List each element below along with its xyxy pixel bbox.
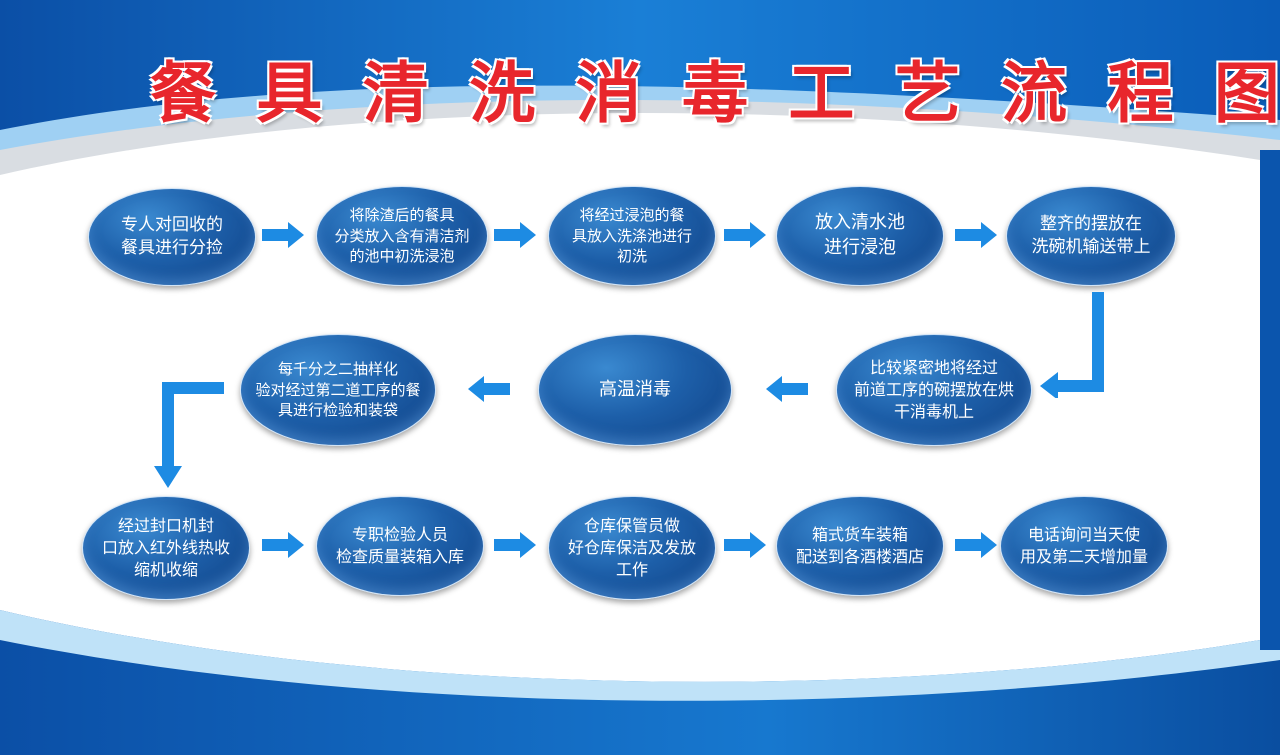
page-title: 餐 具 清 洗 消 毒 工 艺 流 程 图 — [150, 46, 1280, 132]
title-char: 图 — [1213, 54, 1280, 132]
step-node-5: 整齐的摆放在 洗碗机输送带上 — [1006, 186, 1176, 286]
title-char: 洗 — [469, 54, 536, 132]
arrow-left-icon — [468, 376, 510, 402]
title-char: 清 — [362, 54, 429, 132]
arrow-right-icon — [494, 532, 536, 558]
arrow-left-icon — [766, 376, 808, 402]
step-node-10: 专职检验人员 检查质量装箱入库 — [316, 496, 484, 596]
step-node-13: 电话询问当天使 用及第二天增加量 — [1000, 496, 1168, 596]
arrow-right-icon — [955, 532, 997, 558]
step-node-6: 比较紧密地将经过 前道工序的碗摆放在烘 干消毒机上 — [836, 334, 1032, 446]
title-char: 流 — [1001, 54, 1068, 132]
title-char: 工 — [788, 54, 855, 132]
elbow-arrow-icon — [1040, 292, 1104, 398]
step-node-2: 将除渣后的餐具 分类放入含有清洁剂 的池中初洗浸泡 — [316, 186, 488, 286]
title-char: 消 — [575, 54, 642, 132]
title-char: 餐 — [150, 54, 216, 132]
step-node-7: 高温消毒 — [538, 334, 732, 446]
arrow-right-icon — [494, 222, 536, 248]
title-char: 艺 — [894, 54, 961, 132]
title-char: 毒 — [681, 54, 748, 132]
step-node-4: 放入清水池 进行浸泡 — [776, 186, 944, 286]
arrow-right-icon — [955, 222, 997, 248]
arrow-right-icon — [262, 532, 304, 558]
title-char: 具 — [256, 54, 323, 132]
arrow-right-icon — [724, 222, 766, 248]
arrow-right-icon — [724, 532, 766, 558]
step-node-8: 每千分之二抽样化 验对经过第二道工序的餐 具进行检验和装袋 — [240, 334, 436, 446]
step-node-11: 仓库保管员做 好仓库保洁及发放 工作 — [548, 496, 716, 600]
step-node-9: 经过封口机封 口放入红外线热收 缩机收缩 — [82, 496, 250, 600]
step-node-1: 专人对回收的 餐具进行分捡 — [88, 188, 256, 286]
arrow-right-icon — [262, 222, 304, 248]
elbow-arrow-icon — [154, 382, 224, 488]
step-node-12: 箱式货车装箱 配送到各酒楼酒店 — [776, 496, 944, 596]
title-char: 程 — [1107, 54, 1174, 132]
step-node-3: 将经过浸泡的餐 具放入洗涤池进行 初洗 — [548, 186, 716, 286]
